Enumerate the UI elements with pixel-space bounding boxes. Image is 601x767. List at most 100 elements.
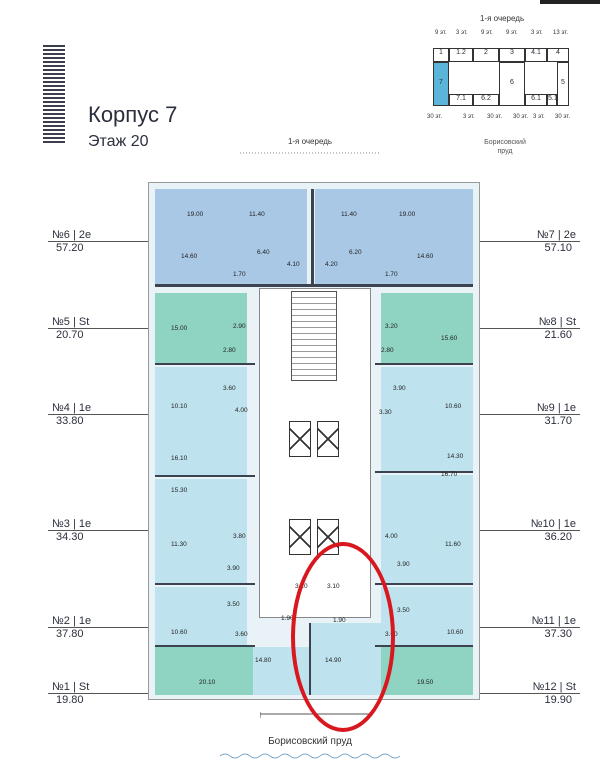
floor-tag: 30 эт. bbox=[555, 114, 571, 120]
room-area: 11.30 bbox=[171, 541, 187, 548]
floor-tag: 9 эт. bbox=[481, 30, 493, 36]
room-area: 10.60 bbox=[447, 629, 464, 636]
apartment-number: №11 | 1е bbox=[531, 615, 576, 627]
minimap-cell: 4.1 bbox=[525, 48, 547, 62]
page-title: Корпус 7 bbox=[88, 102, 178, 127]
apartment-callout-right-11[interactable]: №11 | 1е 37.30 bbox=[480, 615, 580, 640]
building-stripe-icon bbox=[43, 45, 65, 145]
apartment-3-area[interactable] bbox=[155, 479, 247, 583]
room-area: 10.10 bbox=[171, 403, 188, 410]
apartment-7-area[interactable] bbox=[315, 189, 473, 284]
room-area: 3.80 bbox=[233, 533, 246, 540]
apartment-10-area[interactable] bbox=[381, 475, 473, 583]
apartment-11-area[interactable] bbox=[381, 587, 473, 645]
room-area: 6.20 bbox=[349, 249, 362, 256]
room-area: 2.90 bbox=[233, 323, 246, 330]
wall bbox=[155, 475, 255, 477]
apartment-callout-right-7[interactable]: №7 | 2е 57.10 bbox=[480, 229, 580, 254]
floor-tag: 3 эт. bbox=[463, 114, 475, 120]
apartment-number: №7 | 2е bbox=[536, 229, 576, 241]
callout-rule bbox=[48, 241, 148, 242]
apartment-8-area[interactable] bbox=[381, 293, 473, 363]
apartment-callout-left-3[interactable]: №3 | 1е 34.30 bbox=[48, 518, 148, 543]
room-area: 1.90 bbox=[281, 615, 294, 622]
apartment-number: №1 | St bbox=[52, 681, 90, 693]
apartment-callout-right-8[interactable]: №8 | St 21.60 bbox=[480, 316, 580, 341]
apartment-area: 57.10 bbox=[544, 242, 572, 254]
minimap: 1-я очередь 9 эт. 3 эт. 9 эт. 9 эт. 3 эт… bbox=[425, 14, 580, 164]
apartment-number: №8 | St bbox=[538, 316, 576, 328]
apartment-area: 37.30 bbox=[544, 628, 572, 640]
apartment-9-area[interactable] bbox=[381, 367, 473, 471]
apartment-number: №3 | 1е bbox=[52, 518, 92, 530]
room-area: 19.00 bbox=[399, 211, 416, 218]
stairwell bbox=[291, 291, 337, 381]
floor-tag: 9 эт. bbox=[435, 30, 447, 36]
room-area: 4.20 bbox=[325, 261, 338, 268]
apartment-area: 34.30 bbox=[56, 531, 84, 543]
apartment-callout-right-9[interactable]: №9 | 1е 31.70 bbox=[480, 402, 580, 427]
wall bbox=[155, 583, 255, 585]
apartment-4-area[interactable] bbox=[155, 367, 247, 475]
room-area: 4.10 bbox=[287, 261, 300, 268]
minimap-cell-highlight: 7 bbox=[433, 62, 449, 106]
floor-tag: 30 эт. bbox=[513, 114, 529, 120]
apartment-5-area[interactable] bbox=[155, 293, 247, 363]
dotted-line-icon bbox=[240, 152, 380, 154]
floor-tag: 30 эт. bbox=[427, 114, 443, 120]
room-area: 20.10 bbox=[199, 679, 216, 686]
room-area: 3.20 bbox=[385, 323, 398, 330]
callout-rule bbox=[48, 627, 148, 628]
apartment-callout-left-4[interactable]: №4 | 1е 33.80 bbox=[48, 402, 148, 427]
callout-rule bbox=[48, 414, 148, 415]
callout-rule bbox=[48, 693, 148, 694]
apartment-1-area[interactable] bbox=[155, 647, 253, 695]
wave-icon bbox=[219, 753, 401, 759]
room-area: 2.80 bbox=[223, 347, 236, 354]
apartment-callout-left-1[interactable]: №1 | St 19.80 bbox=[48, 681, 148, 706]
room-area: 3.30 bbox=[379, 409, 392, 416]
apartment-callout-right-12[interactable]: №12 | St 19.90 bbox=[480, 681, 580, 706]
apartment-callout-left-2[interactable]: №2 | 1е 37.80 bbox=[48, 615, 148, 640]
apartment-area: 37.80 bbox=[56, 628, 84, 640]
elevator-1 bbox=[289, 421, 311, 457]
room-area: 14.60 bbox=[181, 253, 198, 260]
minimap-cell: 1.2 bbox=[449, 48, 473, 62]
room-area: 3.60 bbox=[235, 631, 248, 638]
room-area: 6.40 bbox=[257, 249, 270, 256]
wall bbox=[375, 363, 473, 365]
apartment-callout-right-10[interactable]: №10 | 1е 36.20 bbox=[480, 518, 580, 543]
room-area: 3.90 bbox=[227, 565, 240, 572]
bottom-label-text: Борисовский пруд bbox=[268, 736, 352, 747]
apartment-6-area[interactable] bbox=[155, 189, 307, 284]
queue-top-text: 1-я очередь bbox=[287, 137, 333, 146]
minimap-cell: 6 bbox=[499, 62, 525, 106]
room-area: 2.80 bbox=[381, 347, 394, 354]
room-area: 4.00 bbox=[235, 407, 248, 414]
highlight-circle bbox=[291, 542, 395, 732]
apartment-area: 57.20 bbox=[56, 242, 84, 254]
room-area: 11.40 bbox=[249, 211, 265, 218]
minimap-cell: 6.2 bbox=[473, 94, 499, 106]
room-area: 10.60 bbox=[171, 629, 188, 636]
room-area: 10.60 bbox=[445, 403, 462, 410]
apartment-area: 20.70 bbox=[56, 329, 84, 341]
wall bbox=[375, 645, 473, 647]
room-area: 15.00 bbox=[171, 325, 188, 332]
minimap-cell: 3 bbox=[499, 48, 525, 62]
callout-rule bbox=[480, 627, 580, 628]
room-area: 1.70 bbox=[233, 271, 246, 278]
apartment-area: 21.60 bbox=[544, 329, 572, 341]
room-area: 3.90 bbox=[397, 561, 410, 568]
apartment-callout-left-6[interactable]: №6 | 2е 57.20 bbox=[48, 229, 148, 254]
apartment-2-area[interactable] bbox=[155, 587, 247, 645]
room-area: 1.70 bbox=[385, 271, 398, 278]
apartment-number: №2 | 1е bbox=[52, 615, 92, 627]
apartment-area: 19.80 bbox=[56, 694, 84, 706]
wall bbox=[375, 471, 473, 473]
apartment-callout-left-5[interactable]: №5 | St 20.70 bbox=[48, 316, 148, 341]
floor-tag: 3 эт. bbox=[456, 30, 468, 36]
apartment-12-area[interactable] bbox=[381, 647, 473, 695]
wall bbox=[155, 645, 255, 647]
minimap-cell: 5.1 bbox=[547, 94, 558, 106]
